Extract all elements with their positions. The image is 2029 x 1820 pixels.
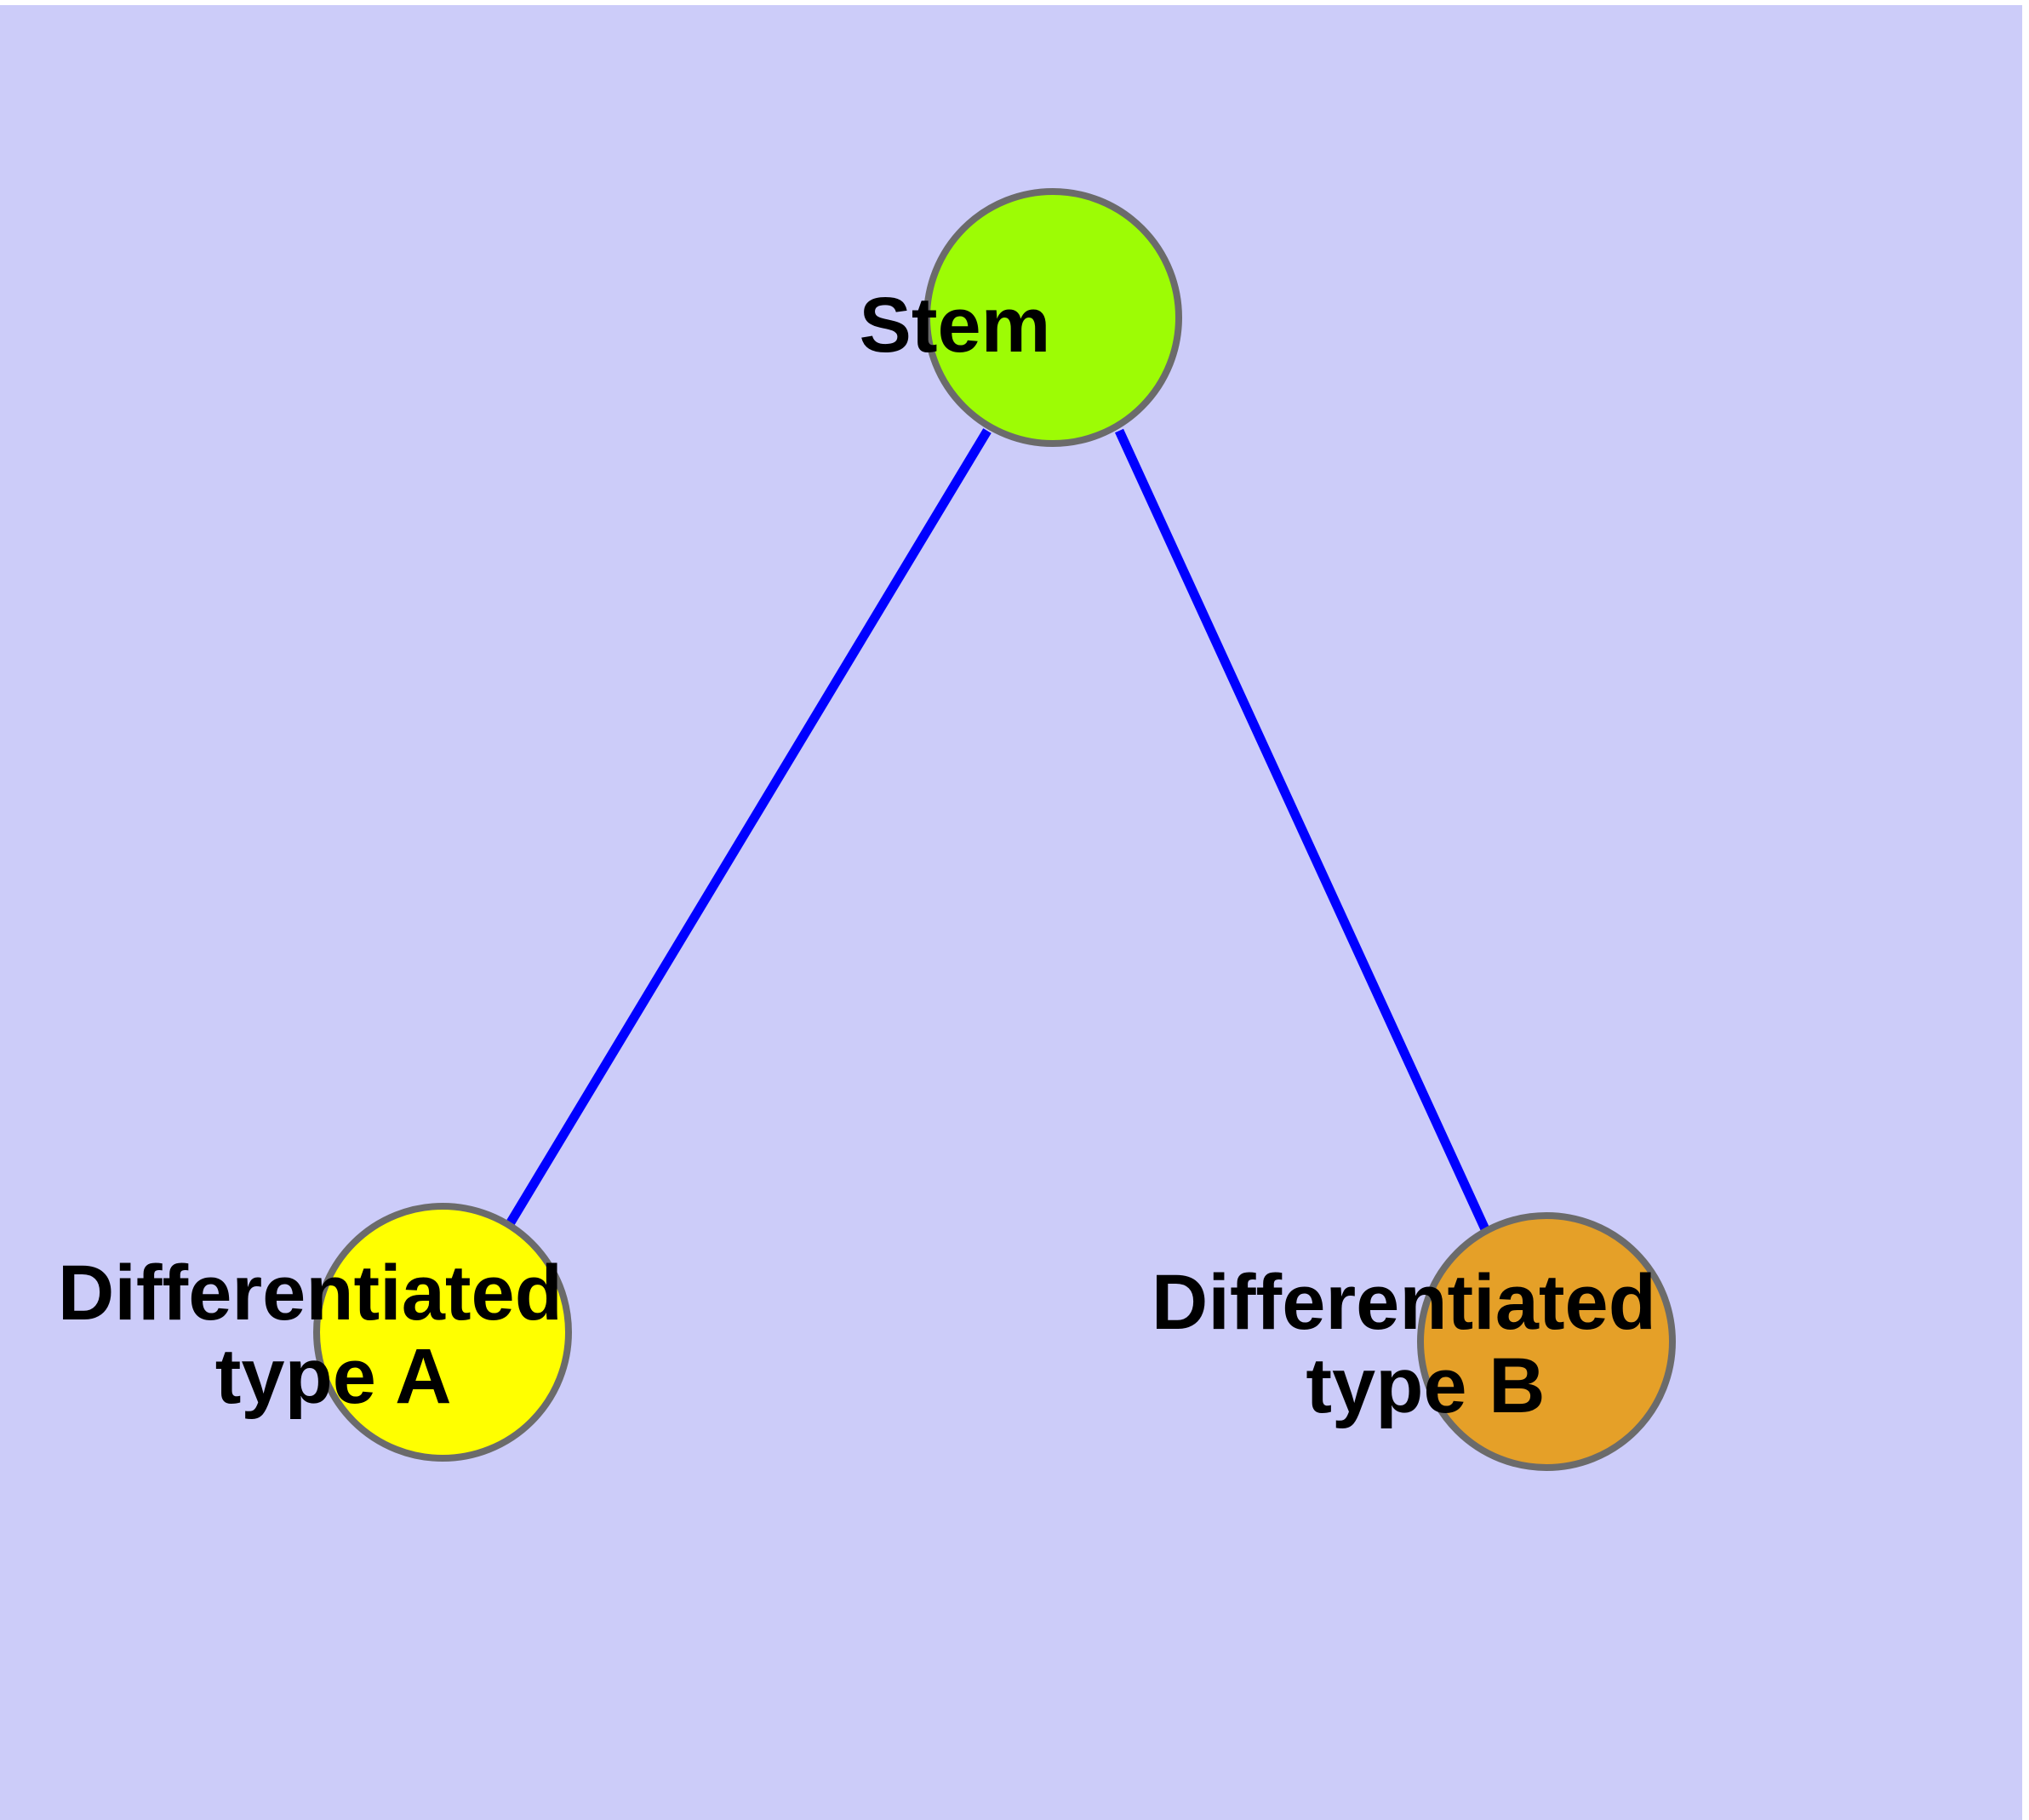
edge-stem-to-differentiated-type-a[interactable] [506,428,992,1225]
node-differentiated-type-a-circle[interactable] [313,1203,572,1462]
node-stem-label: Stem [859,282,1246,369]
node-differentiated-type-b-circle[interactable] [1417,1212,1676,1471]
node-differentiated-type-b-label-line-1: Differentiated [1152,1259,1656,1346]
node-differentiated-type-a-label-line-1: Differentiated [58,1250,563,1336]
edges-layer [506,428,1489,1232]
diagram-plot-area: Stem Differentiated type A Differentiate… [0,5,2022,1820]
node-stem-circle[interactable] [923,188,1182,447]
node-stem-label-line-1: Stem [859,282,1050,369]
node-differentiated-type-b[interactable]: Differentiated type B [1152,1212,1895,1471]
node-differentiated-type-a-label-line-2: type A [215,1333,450,1420]
node-differentiated-type-a-label: Differentiated type A [58,1250,802,1420]
cell-differentiation-graph: Stem Differentiated type A Differentiate… [58,188,1895,1471]
node-differentiated-type-a[interactable]: Differentiated type A [58,1203,802,1462]
node-differentiated-type-b-label-line-2: type B [1306,1342,1545,1429]
node-stem[interactable]: Stem [859,188,1246,447]
node-differentiated-type-b-label: Differentiated type B [1152,1259,1895,1429]
edge-stem-to-differentiated-type-b[interactable] [1115,428,1489,1232]
